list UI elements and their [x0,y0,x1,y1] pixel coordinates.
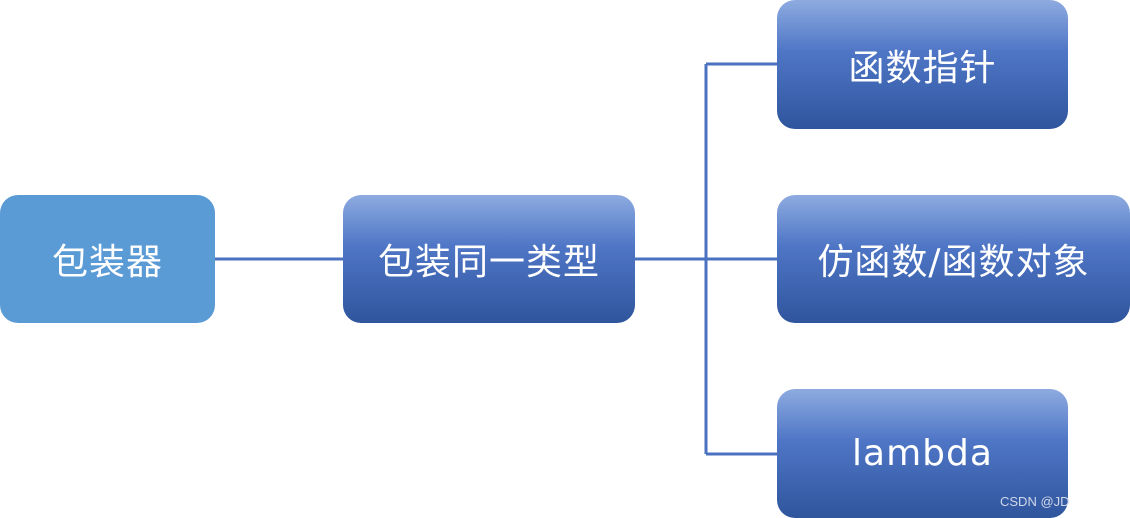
node-lambda: lambda [777,389,1068,518]
node-wrapper: 包装器 [0,195,215,323]
watermark-text: CSDN @JD [1000,494,1070,509]
node-functor-label: 仿函数/函数对象 [817,242,1090,283]
node-function-pointer-label: 函数指针 [848,47,997,89]
node-lambda-label: lambda [852,433,993,474]
node-function-pointer: 函数指针 [777,0,1068,129]
node-wrapper-label: 包装器 [51,242,163,283]
node-wrap-same-type-label: 包装同一类型 [377,242,600,283]
node-wrap-same-type: 包装同一类型 [343,195,635,323]
node-functor: 仿函数/函数对象 [777,195,1130,323]
